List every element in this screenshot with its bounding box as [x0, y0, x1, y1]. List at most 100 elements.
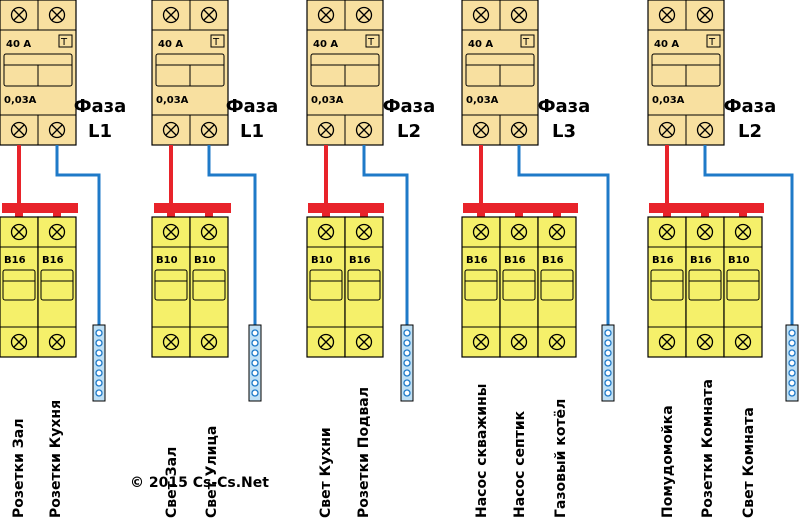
neutral-bar-hole — [788, 339, 796, 347]
screw-slot — [320, 124, 332, 136]
screw-slot — [513, 226, 525, 238]
screw-circle — [48, 333, 66, 351]
neutral-wire — [362, 145, 409, 330]
breaker-rating-text: B16 — [504, 255, 526, 266]
test-symbol-text: T — [60, 37, 68, 48]
breaker-body — [537, 216, 577, 358]
test-button — [520, 34, 535, 48]
neutral-bar-hole — [95, 379, 103, 387]
copyright-text: © 2015 Cs-Cs.Net — [130, 475, 269, 491]
neutral-bar-hole — [251, 359, 259, 367]
neutral-wire — [207, 145, 257, 330]
neutral-wire — [55, 145, 101, 330]
screw-circle — [510, 223, 528, 241]
screw-terminal-icon — [472, 121, 490, 139]
screw-circle — [200, 121, 218, 139]
busbar-tooth — [739, 211, 747, 221]
screw-terminal-icon — [48, 6, 66, 24]
screw-circle — [317, 121, 335, 139]
screw-terminal-icon — [162, 6, 180, 24]
rcd-rating-text: 40 A — [313, 39, 338, 50]
screw-terminal-icon — [510, 6, 528, 24]
circuit-label: Свет Улица — [204, 426, 220, 518]
screw-slot — [203, 124, 215, 136]
screw-terminal-icon — [696, 333, 714, 351]
breaker-rating-text: B16 — [4, 255, 26, 266]
breaker-rating-text: B10 — [728, 255, 750, 266]
test-button — [58, 34, 73, 48]
neutral-bar-hole — [788, 369, 796, 377]
breaker-body — [685, 216, 725, 358]
circuit-label: Розетки Кухня — [48, 400, 64, 518]
screw-slot — [699, 9, 711, 21]
rcd-rating-text: 40 A — [6, 39, 31, 50]
screw-slot — [165, 124, 177, 136]
neutral-bar-hole — [403, 329, 411, 337]
phase-line-label: L3 — [552, 121, 576, 142]
screw-circle — [200, 333, 218, 351]
rcd-rating-text: 40 A — [654, 39, 679, 50]
busbar-tooth — [553, 211, 561, 221]
screw-circle — [696, 121, 714, 139]
neutral-bar-hole — [604, 329, 612, 337]
screw-circle — [48, 121, 66, 139]
screw-terminal-icon — [48, 333, 66, 351]
phase-label: Фаза — [226, 96, 279, 117]
circuit-label: Газовый котёл — [553, 399, 569, 518]
screw-slot — [203, 226, 215, 238]
screw-circle — [658, 121, 676, 139]
breaker-rating-text: B16 — [466, 255, 488, 266]
screw-terminal-icon — [10, 121, 28, 139]
circuit-label: Насос септик — [512, 410, 528, 518]
screw-slot — [165, 226, 177, 238]
screw-circle — [317, 333, 335, 351]
busbar-tooth — [515, 211, 523, 221]
breaker-lever-frame — [650, 269, 684, 301]
screw-circle — [696, 223, 714, 241]
breaker-lever-frame — [154, 269, 188, 301]
screw-terminal-icon — [10, 6, 28, 24]
screw-circle — [734, 223, 752, 241]
screw-slot — [513, 336, 525, 348]
screw-circle — [162, 6, 180, 24]
screw-circle — [548, 223, 566, 241]
screw-terminal-icon — [355, 121, 373, 139]
neutral-bar-hole — [788, 389, 796, 397]
screw-circle — [355, 333, 373, 351]
neutral-bar-hole — [403, 389, 411, 397]
screw-circle — [200, 223, 218, 241]
screw-terminal-icon — [472, 223, 490, 241]
breaker-lever-frame — [309, 269, 343, 301]
screw-slot — [51, 124, 63, 136]
screw-slot — [661, 9, 673, 21]
rcd-rating-text: 40 A — [468, 39, 493, 50]
screw-circle — [10, 333, 28, 351]
neutral-bar-hole — [403, 339, 411, 347]
breaker-rating-text: B10 — [194, 255, 216, 266]
screw-terminal-icon — [510, 333, 528, 351]
phase-label: Фаза — [383, 96, 436, 117]
test-button — [210, 34, 225, 48]
test-symbol-text: T — [708, 37, 716, 48]
test-button — [365, 34, 380, 48]
screw-circle — [10, 121, 28, 139]
screw-terminal-icon — [355, 333, 373, 351]
neutral-bar-hole — [788, 329, 796, 337]
screw-circle — [472, 121, 490, 139]
screw-slot — [13, 226, 25, 238]
screw-slot — [13, 124, 25, 136]
breaker-body — [306, 216, 346, 358]
screw-terminal-icon — [510, 121, 528, 139]
neutral-bar-hole — [95, 369, 103, 377]
breaker-lever-frame — [40, 269, 74, 301]
